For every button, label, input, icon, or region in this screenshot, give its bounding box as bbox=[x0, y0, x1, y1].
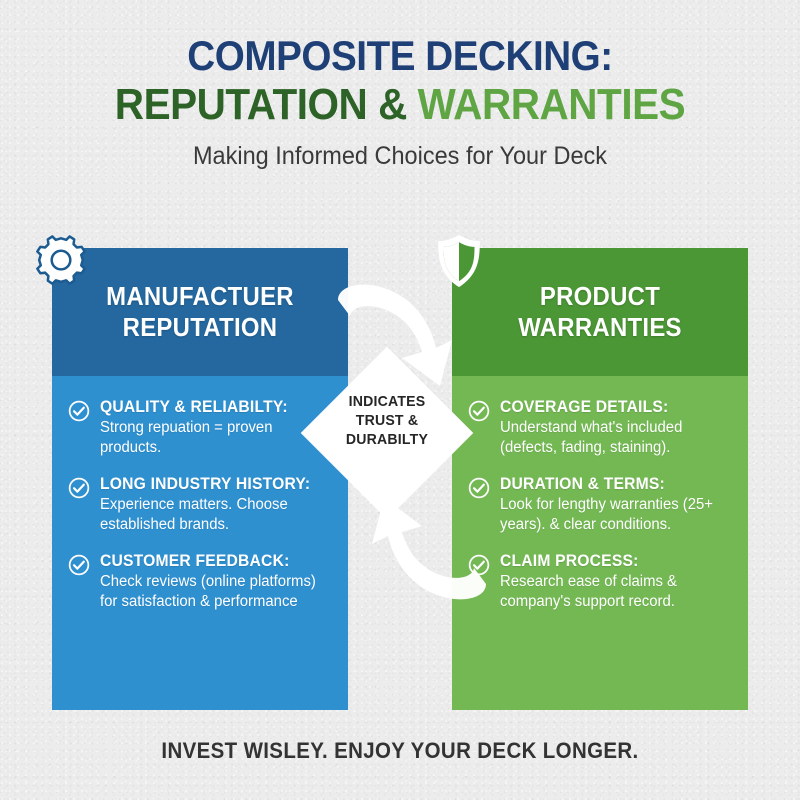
list-item-heading: DURATION & TERMS: bbox=[500, 474, 665, 493]
check-circle-icon bbox=[68, 400, 90, 422]
left-panel-body: QUALITY & RELIABILTY: Strong repuation =… bbox=[52, 376, 348, 710]
list-item-body: Strong repuation = proven products. bbox=[100, 419, 273, 456]
list-item: CLAIM PROCESS: Research ease of claims &… bbox=[466, 552, 734, 612]
list-item-text: CUSTOMER FEEDBACK: Check reviews (online… bbox=[100, 552, 334, 612]
list-item-heading: LONG INDUSTRY HISTORY: bbox=[100, 474, 311, 493]
list-item-body: Research ease of claims & company's supp… bbox=[500, 572, 677, 610]
page-subtitle: Making Informed Choices for Your Deck bbox=[192, 142, 608, 171]
list-item-body: Check reviews (online platforms) for sat… bbox=[100, 572, 316, 610]
list-item: QUALITY & RELIABILTY: Strong repuation =… bbox=[66, 398, 334, 458]
list-item-body: Look for lengthy warranties (25+ years).… bbox=[500, 495, 713, 533]
page-title-line2: REPUTATION & WARRANTIES bbox=[32, 79, 768, 129]
list-item-body: Experience matters. Choose established b… bbox=[100, 495, 288, 533]
list-item-heading: CUSTOMER FEEDBACK: bbox=[100, 551, 290, 570]
diamond-badge-text: INDICATES TRUST & DURABILTY bbox=[322, 392, 452, 450]
check-circle-icon bbox=[68, 554, 90, 576]
list-item-text: LONG INDUSTRY HISTORY: Experience matter… bbox=[100, 475, 334, 535]
list-item-body: Understand what's included (defects, fad… bbox=[500, 419, 683, 456]
badge-line-2: TRUST & bbox=[355, 412, 419, 430]
page-title-reputation: REPUTATION & bbox=[114, 79, 408, 129]
badge-line-3: DURABILTY bbox=[345, 431, 429, 449]
manufacturer-reputation-panel: MANUFACTUER REPUTATION QUALITY & RELIABI… bbox=[36, 235, 348, 710]
list-item: CUSTOMER FEEDBACK: Check reviews (online… bbox=[66, 552, 334, 612]
page-title-warranties: WARRANTIES bbox=[417, 79, 686, 129]
badge-line-1: INDICATES bbox=[348, 393, 426, 410]
list-item: LONG INDUSTRY HISTORY: Experience matter… bbox=[66, 475, 334, 535]
left-panel-title: MANUFACTUER REPUTATION bbox=[64, 281, 336, 343]
header-block: COMPOSITE DECKING: REPUTATION & WARRANTI… bbox=[0, 32, 800, 171]
right-panel-title: PRODUCT WARRANTIES bbox=[464, 281, 736, 343]
list-item: DURATION & TERMS: Look for lengthy warra… bbox=[466, 475, 734, 535]
right-panel-header: PRODUCT WARRANTIES bbox=[452, 248, 748, 376]
footer-tagline: INVEST WISLEY. ENJOY YOUR DECK LONGER. bbox=[161, 738, 639, 763]
list-item-heading: CLAIM PROCESS: bbox=[500, 551, 639, 570]
page-title-line1: COMPOSITE DECKING: bbox=[187, 32, 613, 79]
list-item-text: COVERAGE DETAILS: Understand what's incl… bbox=[500, 398, 734, 458]
list-item-text: CLAIM PROCESS: Research ease of claims &… bbox=[500, 552, 734, 612]
left-panel-header: MANUFACTUER REPUTATION bbox=[52, 248, 348, 376]
right-panel-body: COVERAGE DETAILS: Understand what's incl… bbox=[452, 376, 748, 710]
left-panel-title-text: MANUFACTUER REPUTATION bbox=[106, 280, 294, 342]
list-item-heading: QUALITY & RELIABILTY: bbox=[100, 398, 288, 416]
list-item-text: DURATION & TERMS: Look for lengthy warra… bbox=[500, 475, 734, 535]
list-item: COVERAGE DETAILS: Understand what's incl… bbox=[466, 398, 734, 458]
list-item-text: QUALITY & RELIABILTY: Strong repuation =… bbox=[100, 398, 334, 458]
list-item-heading: COVERAGE DETAILS: bbox=[500, 398, 669, 416]
center-connector: INDICATES TRUST & DURABILTY bbox=[300, 284, 486, 600]
product-warranties-panel: PRODUCT WARRANTIES COVERAGE DETAILS: Und… bbox=[438, 234, 748, 710]
check-circle-icon bbox=[68, 477, 90, 499]
right-panel-title-text: PRODUCT WARRANTIES bbox=[518, 280, 682, 342]
